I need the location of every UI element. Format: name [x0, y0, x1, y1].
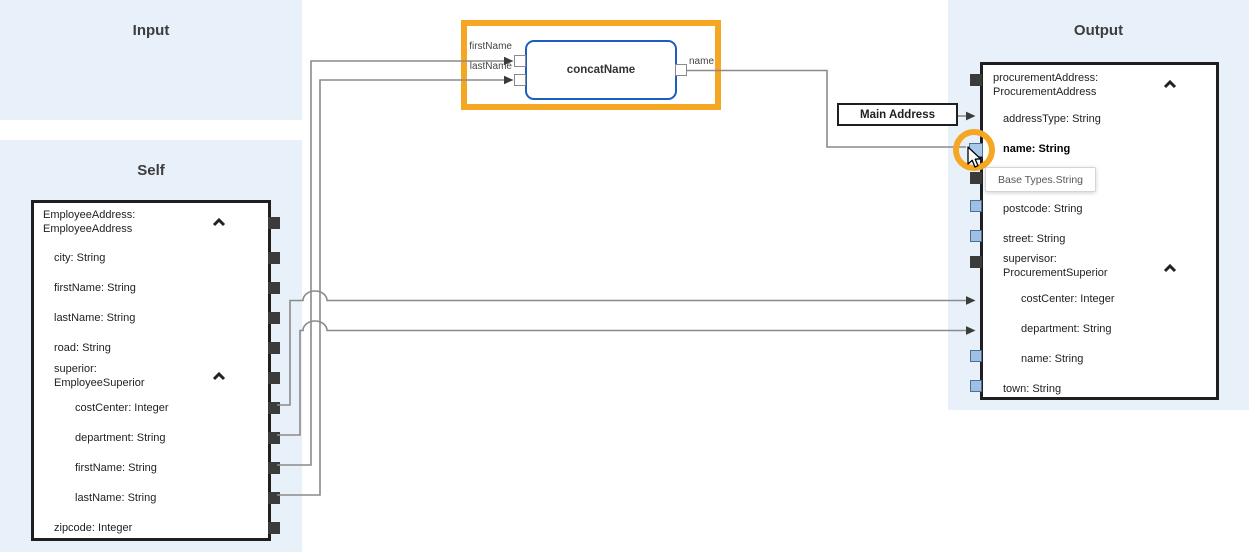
port-superior-firstname[interactable]	[268, 462, 280, 474]
tree-item[interactable]: superior: EmployeeSuperior	[54, 363, 145, 389]
constant-box-label: Main Address	[860, 108, 935, 121]
port-occluded-item[interactable]	[970, 172, 982, 184]
tree-item[interactable]: zipcode: Integer	[54, 522, 133, 534]
tree-item[interactable]: name: String	[1021, 353, 1084, 365]
tree-item[interactable]: lastName: String	[75, 492, 157, 504]
output-tree-box: procurementAddress: ProcurementAddress a…	[980, 62, 1219, 400]
chevron-up-icon[interactable]	[212, 371, 226, 381]
function-output-port-name[interactable]	[675, 64, 687, 76]
self-tree-box: EmployeeAddress: EmployeeAddress city: S…	[31, 200, 280, 541]
function-input-label: lastName	[469, 61, 512, 72]
tree-item[interactable]: EmployeeAddress: EmployeeAddress	[43, 209, 136, 235]
function-box-concatname[interactable]: concatName	[525, 40, 677, 100]
tree-item[interactable]: department: String	[1021, 323, 1112, 335]
tree-item[interactable]: addressType: String	[1003, 113, 1101, 125]
function-box-title: concatName	[566, 64, 636, 76]
input-panel-title: Input	[132, 22, 170, 39]
tree-item[interactable]: town: String	[1003, 383, 1062, 395]
type-tooltip: Base Types.String	[985, 167, 1097, 192]
port-lastname[interactable]	[268, 312, 280, 324]
function-input-port-lastname[interactable]	[514, 74, 526, 86]
tree-item[interactable]: postcode: String	[1003, 203, 1083, 215]
chevron-up-icon[interactable]	[1163, 263, 1177, 273]
self-panel-title: Self	[137, 162, 165, 179]
input-panel: Input	[0, 0, 302, 120]
tree-item[interactable]: supervisor: ProcurementSuperior	[1003, 253, 1108, 279]
chevron-up-icon[interactable]	[1163, 79, 1177, 89]
port-city[interactable]	[268, 252, 280, 264]
port-firstname[interactable]	[268, 282, 280, 294]
tree-item[interactable]: street: String	[1003, 233, 1066, 245]
port-superior-lastname[interactable]	[268, 492, 280, 504]
tree-item-name-hovered[interactable]: name: String	[1003, 143, 1071, 155]
port-employeeaddress[interactable]	[268, 217, 280, 229]
tree-item[interactable]: road: String	[54, 342, 111, 354]
port-supervisor-name[interactable]	[970, 350, 982, 362]
tooltip-text: Base Types.String	[998, 173, 1084, 186]
port-zipcode[interactable]	[268, 522, 280, 534]
tree-item[interactable]: firstName: String	[75, 462, 157, 474]
port-department[interactable]	[268, 432, 280, 444]
port-costcenter[interactable]	[268, 402, 280, 414]
port-supervisor[interactable]	[970, 256, 982, 268]
output-panel-title: Output	[1073, 22, 1124, 39]
port-highlight-ring	[953, 129, 995, 171]
tree-item[interactable]: department: String	[75, 432, 166, 444]
function-input-port-firstname[interactable]	[514, 55, 526, 67]
port-superior[interactable]	[268, 372, 280, 384]
tree-item[interactable]: city: String	[54, 252, 106, 264]
constant-box-main-address[interactable]: Main Address	[837, 103, 958, 126]
chevron-up-icon[interactable]	[212, 217, 226, 227]
tree-item[interactable]: lastName: String	[54, 312, 136, 324]
tree-item[interactable]: procurementAddress: ProcurementAddress	[993, 72, 1099, 98]
function-output-label: name	[689, 56, 715, 67]
tree-item[interactable]: costCenter: Integer	[1021, 293, 1115, 305]
port-postcode[interactable]	[970, 200, 982, 212]
tree-item[interactable]: firstName: String	[54, 282, 136, 294]
function-input-label: firstName	[469, 41, 512, 52]
port-road[interactable]	[268, 342, 280, 354]
port-street[interactable]	[970, 230, 982, 242]
port-town[interactable]	[970, 380, 982, 392]
mouse-cursor-icon	[967, 146, 982, 168]
tree-item[interactable]: costCenter: Integer	[75, 402, 169, 414]
port-procurementaddress[interactable]	[970, 74, 982, 86]
